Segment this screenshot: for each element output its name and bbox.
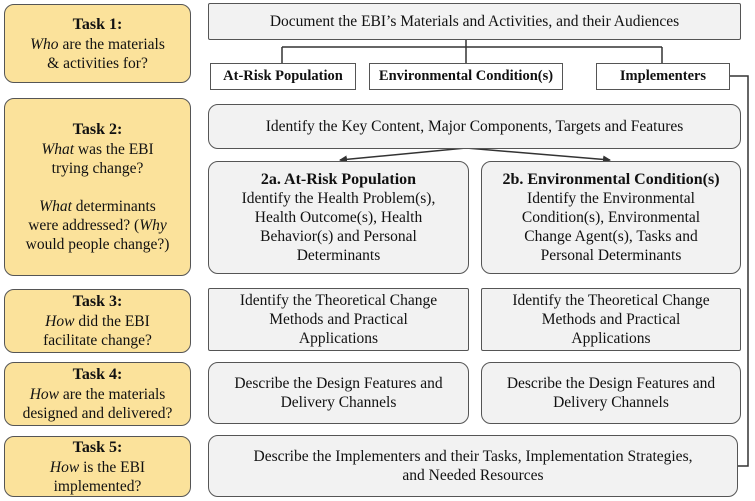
task-5-title: Task 5:: [72, 438, 123, 456]
task-question-line: designed and delivered?: [23, 404, 173, 423]
task-question-line: implemented?: [50, 477, 145, 496]
question-text: designed and delivered?: [22, 405, 173, 422]
question-word: What: [39, 198, 72, 215]
arrow-to-2b: [465, 147, 611, 164]
task-3-title: Task 3:: [72, 293, 123, 310]
implementers-bracket: [730, 75, 749, 467]
text-line: Describe the Design Features and: [506, 375, 716, 392]
audience-at-risk: At-Risk Population: [210, 63, 356, 90]
question-text: would people change?): [25, 236, 170, 253]
audience-environmental: Environmental Condition(s): [369, 63, 563, 90]
audience-environmental-label: Environmental Condition(s): [378, 68, 554, 84]
text-line: Describe the Design Features and: [234, 375, 443, 392]
question-text: & activities for?: [47, 54, 148, 72]
text-line: Methods and Practical: [269, 311, 408, 328]
text-line: Change Agent(s), Tasks and: [524, 228, 698, 245]
text-line: Identify the Theoretical Change: [512, 292, 710, 309]
task-question-line: would people change?): [26, 235, 170, 254]
task-question-line: trying change?: [26, 159, 170, 178]
arrow-to-2a: [339, 147, 467, 164]
text-line: Applications: [571, 330, 651, 347]
box-2a-body: Identify the Health Problem(s), Health Ou…: [242, 189, 436, 265]
audience-implementers-label: Implementers: [619, 68, 707, 84]
text-line: Identify the Environmental: [527, 190, 695, 207]
text-line: Condition(s), Environmental: [521, 209, 701, 226]
question-word: Who: [30, 35, 59, 53]
implement-text: Describe the Implementers and their Task…: [254, 447, 693, 485]
implement-box: Describe the Implementers and their Task…: [208, 435, 738, 497]
task-question-line: What determinants: [26, 197, 170, 216]
text-line: and Needed Resources: [402, 467, 544, 484]
key-content-box: Identify the Key Content, Major Componen…: [208, 104, 741, 149]
document-box-text: Document the EBI’s Materials and Activit…: [269, 13, 680, 30]
box-2a-heading: 2a. At-Risk Population: [260, 171, 417, 188]
question-text: are the materials: [59, 386, 166, 403]
question-text: trying change?: [51, 160, 144, 177]
task-question-line: [26, 178, 170, 197]
task-question-line: were addressed? (Why: [26, 216, 170, 235]
task-question-line: & activities for?: [30, 54, 165, 73]
question-text: are the materials: [58, 35, 165, 53]
text-line: Personal Determinants: [540, 247, 682, 264]
box-2a: 2a. At-Risk Population Identify the Heal…: [208, 161, 469, 274]
task-1-box: Task 1: Who are the materials& activitie…: [4, 4, 191, 83]
text-line: Applications: [298, 330, 379, 347]
text-line: Methods and Practical: [541, 311, 681, 328]
question-word: What: [41, 141, 75, 158]
task-2-title: Task 2:: [72, 121, 123, 138]
box-2b: 2b. Environmental Condition(s) Identify …: [481, 161, 741, 274]
question-text: was the EBI: [74, 141, 154, 158]
task-question-line: How are the materials: [23, 385, 173, 404]
task-question-line: What was the EBI: [26, 140, 170, 159]
text-line: Identify the Theoretical Change: [239, 292, 438, 309]
text-line: Identify the Health Problem(s),: [241, 190, 436, 207]
text-line: Describe the Implementers and their Task…: [253, 448, 693, 465]
question-word: How: [45, 313, 75, 330]
text-line: Determinants: [296, 247, 381, 264]
question-word: How: [29, 386, 59, 403]
question-text: is the EBI: [79, 458, 146, 476]
task-question-line: How is the EBI: [50, 458, 145, 477]
question-text: determinants: [71, 198, 156, 215]
question-word: How: [49, 458, 80, 476]
text-line: Behavior(s) and Personal: [260, 228, 417, 245]
text-line: Delivery Channels: [280, 394, 397, 411]
task-1-title: Task 1:: [72, 15, 123, 33]
question-text: were addressed? (: [28, 217, 140, 234]
question-text: did the EBI: [74, 313, 150, 330]
task-question-line: Who are the materials: [30, 35, 165, 54]
task-question-line: facilitate change?: [43, 331, 152, 350]
task-4-title: Task 4:: [72, 366, 123, 383]
audience-at-risk-label: At-Risk Population: [223, 68, 343, 84]
question-text: implemented?: [53, 477, 142, 495]
question-word: Why: [139, 217, 167, 234]
question-text: facilitate change?: [43, 332, 152, 349]
audience-implementers: Implementers: [596, 63, 730, 90]
text-line: Health Outcome(s), Health: [254, 209, 423, 226]
key-content-text: Identify the Key Content, Major Componen…: [265, 118, 684, 135]
text-line: Delivery Channels: [553, 394, 669, 411]
box-2b-heading: 2b. Environmental Condition(s): [502, 171, 720, 188]
task-question-line: How did the EBI: [43, 312, 152, 331]
task-1-question: Who are the materials& activities for?: [30, 35, 165, 73]
document-box: Document the EBI’s Materials and Activit…: [208, 3, 741, 40]
